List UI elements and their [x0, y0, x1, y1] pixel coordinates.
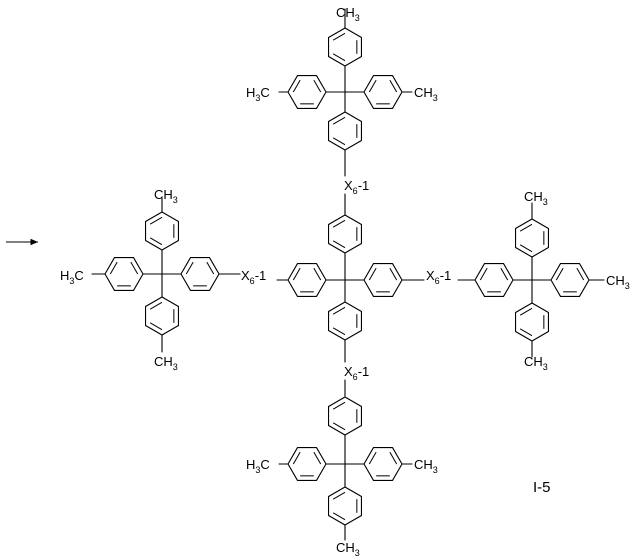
methyl-label: H3C — [246, 85, 270, 103]
methyl-label: CH3 — [414, 85, 438, 103]
methyl-label: CH3 — [336, 540, 360, 558]
ring-layer — [105, 28, 589, 525]
methyl-label: CH3 — [524, 189, 548, 207]
linker-label: X6-1 — [344, 364, 369, 382]
methyl-label: CH3 — [414, 457, 438, 475]
linker-label: X6-1 — [241, 268, 266, 286]
methyl-label: CH3 — [154, 187, 178, 205]
methyl-label: CH3 — [524, 354, 548, 372]
compound-id: I-5 — [533, 479, 551, 496]
linker-label: X6-1 — [426, 268, 451, 286]
methyl-label: H3C — [60, 268, 84, 286]
methyl-label: CH3 — [606, 273, 630, 291]
linker-label: X6-1 — [344, 178, 369, 196]
methyl-label: H3C — [246, 457, 270, 475]
methyl-label: CH3 — [336, 5, 360, 23]
methyl-label: CH3 — [154, 354, 178, 372]
bond-layer — [92, 9, 604, 540]
